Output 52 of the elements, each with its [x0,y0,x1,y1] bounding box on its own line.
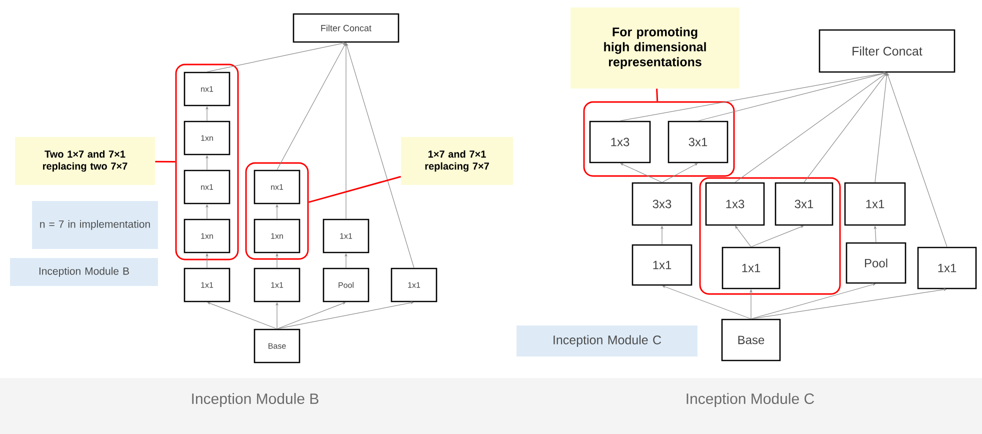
layer-box: 1x1 [844,182,906,226]
layer-box: 1x1 [722,246,780,290]
layer-box: 1xn [184,120,230,156]
layer-box: 1x3 [705,182,765,226]
layer-box: 1xn [184,218,230,254]
layer-box: Base [721,318,781,362]
layer-box: nx1 [184,72,230,106]
layer-box: 1x1 [184,268,230,302]
layer-box: Base [254,328,300,364]
arrow [206,42,346,72]
arrow [804,72,887,183]
arrow [276,302,346,330]
layer-box: 1x1 [390,268,438,302]
arrow [750,288,947,320]
layer-box: Pool [322,268,370,302]
callout-box: For promoting high dimensional representations [570,8,740,88]
layer-box: 1x1 [917,246,977,290]
layer-box: 1xn [254,218,300,254]
arrow [750,226,804,248]
layer-box: Filter Concat [818,29,956,73]
layer-box: nx1 [254,170,300,204]
caption: Inception Module B [192,393,318,407]
highlight-frame [583,101,735,177]
layer-box: 3x3 [632,182,692,226]
arrow [662,163,698,183]
arrow [698,72,887,122]
arrow [750,283,876,320]
arrow [735,226,752,248]
note-box: Inception Module B [10,258,158,286]
layer-box: 3x1 [668,120,728,164]
layer-box: 1x1 [632,244,692,286]
arrow [276,301,414,330]
layer-box: Filter Concat [292,13,400,43]
highlight-frame [699,177,841,295]
arrow [620,163,662,183]
layer-box: 1x1 [254,268,300,302]
callout-box: Two 1×7 and 7×1 replacing two 7×7 [15,137,155,185]
highlight-frame [175,64,239,260]
leader-line [155,160,176,162]
layer-box: 3x1 [774,182,834,226]
layer-box: nx1 [184,170,230,204]
layer-box: Pool [846,242,906,284]
caption: Inception Module C [686,393,814,407]
note-box: Inception Module C [516,326,698,356]
callout-box: 1×7 and 7×1 replacing 7×7 [401,137,513,185]
highlight-frame [245,162,309,260]
layer-box: 1x1 [322,218,370,254]
arrow [620,72,887,122]
leader-line [656,88,658,102]
note-box: n = 7 in implementation [32,201,158,249]
layer-box: 1x3 [589,120,651,164]
leader-line [308,176,401,203]
